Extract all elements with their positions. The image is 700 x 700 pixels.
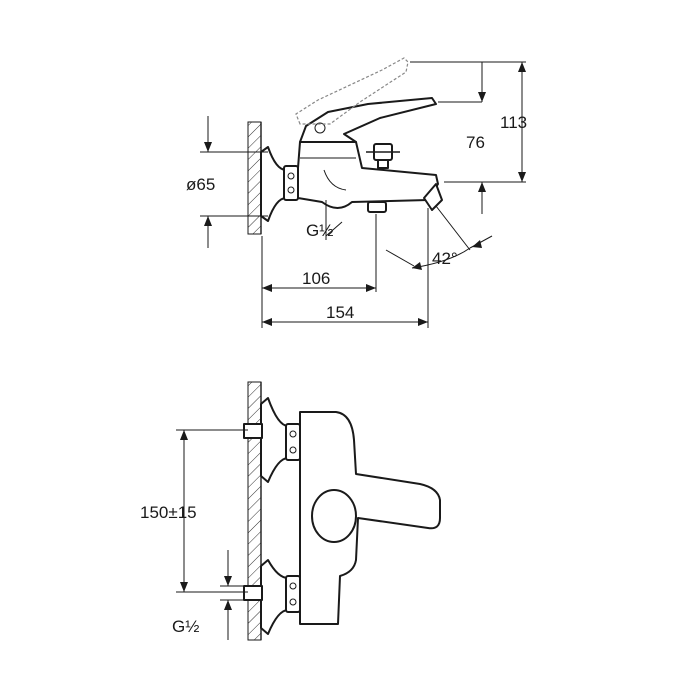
connector-nut-side bbox=[283, 165, 299, 201]
escutcheon-side bbox=[260, 146, 287, 222]
dim-connection-front: G½ bbox=[172, 617, 199, 636]
wall-section-bottom bbox=[247, 381, 262, 641]
front-view: 150±15 G½ bbox=[140, 381, 441, 641]
lever-handle-side bbox=[299, 97, 437, 143]
escutcheon-upper bbox=[260, 397, 289, 483]
dim-connection-side: G½ bbox=[306, 221, 333, 240]
outlet-nozzle bbox=[367, 201, 387, 213]
wall-section-top bbox=[247, 121, 262, 235]
lever-ghost-position bbox=[295, 57, 409, 125]
dim-outlet-depth: 106 bbox=[302, 269, 330, 288]
escutcheon-lower bbox=[260, 559, 289, 635]
dim-total-depth: 154 bbox=[326, 303, 354, 322]
side-view: 113 76 ø65 G½ 106 154 bbox=[186, 57, 527, 328]
lever-hub-front bbox=[311, 489, 357, 543]
dim-total-height: 113 bbox=[500, 113, 527, 132]
dim-escutcheon-diameter: ø65 bbox=[186, 175, 215, 194]
dim-center-distance: 150±15 bbox=[140, 503, 197, 522]
mixer-body-front bbox=[299, 411, 441, 625]
dim-spout-angle: 42° bbox=[432, 249, 458, 268]
dim-spout-height: 76 bbox=[466, 133, 485, 152]
